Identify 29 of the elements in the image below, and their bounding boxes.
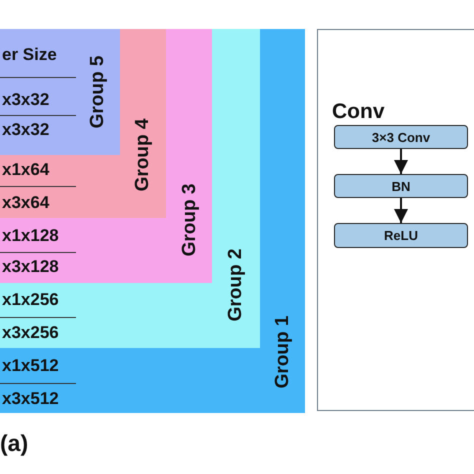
filter-size-text: x1x128 bbox=[2, 226, 59, 246]
group-panel bbox=[0, 29, 305, 413]
filter-size-text: x1x256 bbox=[2, 290, 59, 310]
panel bbox=[317, 29, 474, 411]
group-title: Group 2 bbox=[225, 248, 247, 322]
filter-size-text: er Size bbox=[2, 45, 57, 65]
layer-box: ReLU bbox=[334, 223, 468, 248]
filter-size-text: x3x512 bbox=[2, 389, 59, 409]
arrow bbox=[394, 149, 408, 174]
layer-box: BN bbox=[334, 174, 468, 198]
caption: (a) bbox=[0, 430, 28, 457]
panel-heading: Conv bbox=[332, 100, 384, 124]
layer-box: 3×3 Conv bbox=[334, 125, 468, 149]
arrow bbox=[394, 198, 408, 223]
group-title: Group 4 bbox=[132, 118, 154, 192]
filter-size-text: x1x64 bbox=[2, 160, 50, 180]
filter-size-text: x1x512 bbox=[2, 356, 59, 376]
filter-size-text: x3x32 bbox=[2, 90, 50, 110]
filter-size-text: x3x256 bbox=[2, 323, 59, 343]
filter-size-text: x3x128 bbox=[2, 257, 59, 277]
filter-size-text: x3x64 bbox=[2, 193, 50, 213]
group-panel bbox=[0, 29, 212, 283]
group-title: Group 3 bbox=[179, 184, 201, 256]
group-panel bbox=[0, 29, 166, 218]
group-panel bbox=[0, 29, 260, 348]
group-title: Group 5 bbox=[87, 56, 109, 128]
filter-size-text: x3x32 bbox=[2, 120, 50, 140]
group-title: Group 1 bbox=[272, 316, 294, 388]
group-panel bbox=[0, 29, 120, 155]
